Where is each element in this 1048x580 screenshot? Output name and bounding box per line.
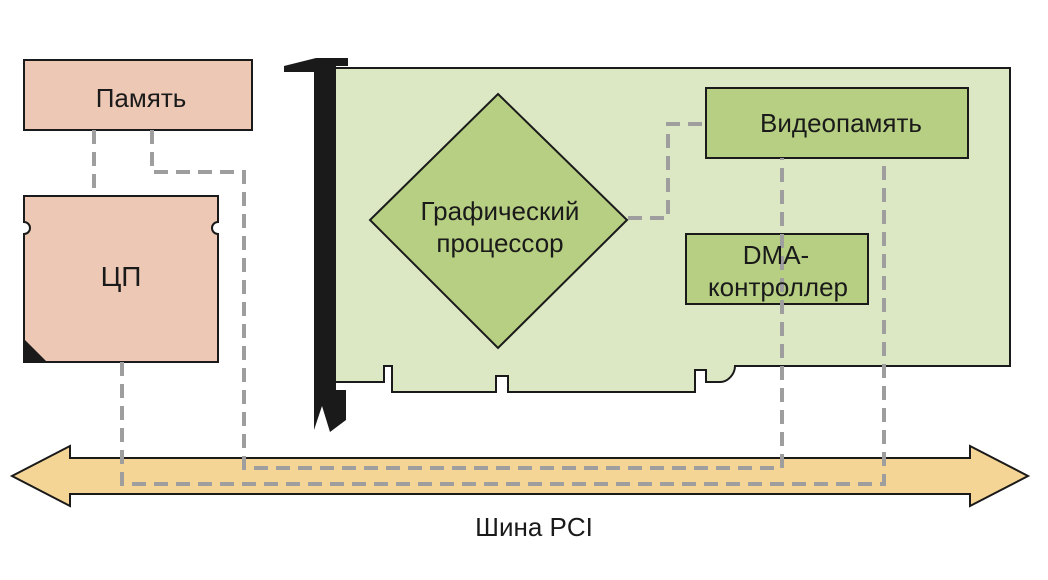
video-memory-block: [705, 87, 969, 159]
video-memory-label: Видеопамять: [760, 108, 922, 138]
cpu-pin1-marker: [25, 340, 46, 361]
cpu-block: [23, 195, 219, 363]
pci-bus-arrow: [9, 444, 1031, 508]
card-bracket: [284, 58, 348, 432]
dma-controller-block: [685, 233, 869, 305]
memory-block: [23, 59, 253, 131]
memory-label: Память: [96, 83, 187, 113]
gpu-label-line1: Графический: [421, 196, 580, 226]
link-memory-bus: [150, 130, 784, 470]
pci-bus-label: Шина PCI: [475, 512, 593, 542]
dma-label-line1: DMA-: [743, 240, 809, 270]
link-cpu-bus: [120, 158, 886, 486]
gpu-label-line2: процессор: [436, 228, 563, 258]
gpu-diamond: [368, 92, 629, 350]
cpu-label: ЦП: [101, 261, 142, 292]
dma-label-line2: контроллер: [708, 272, 848, 302]
